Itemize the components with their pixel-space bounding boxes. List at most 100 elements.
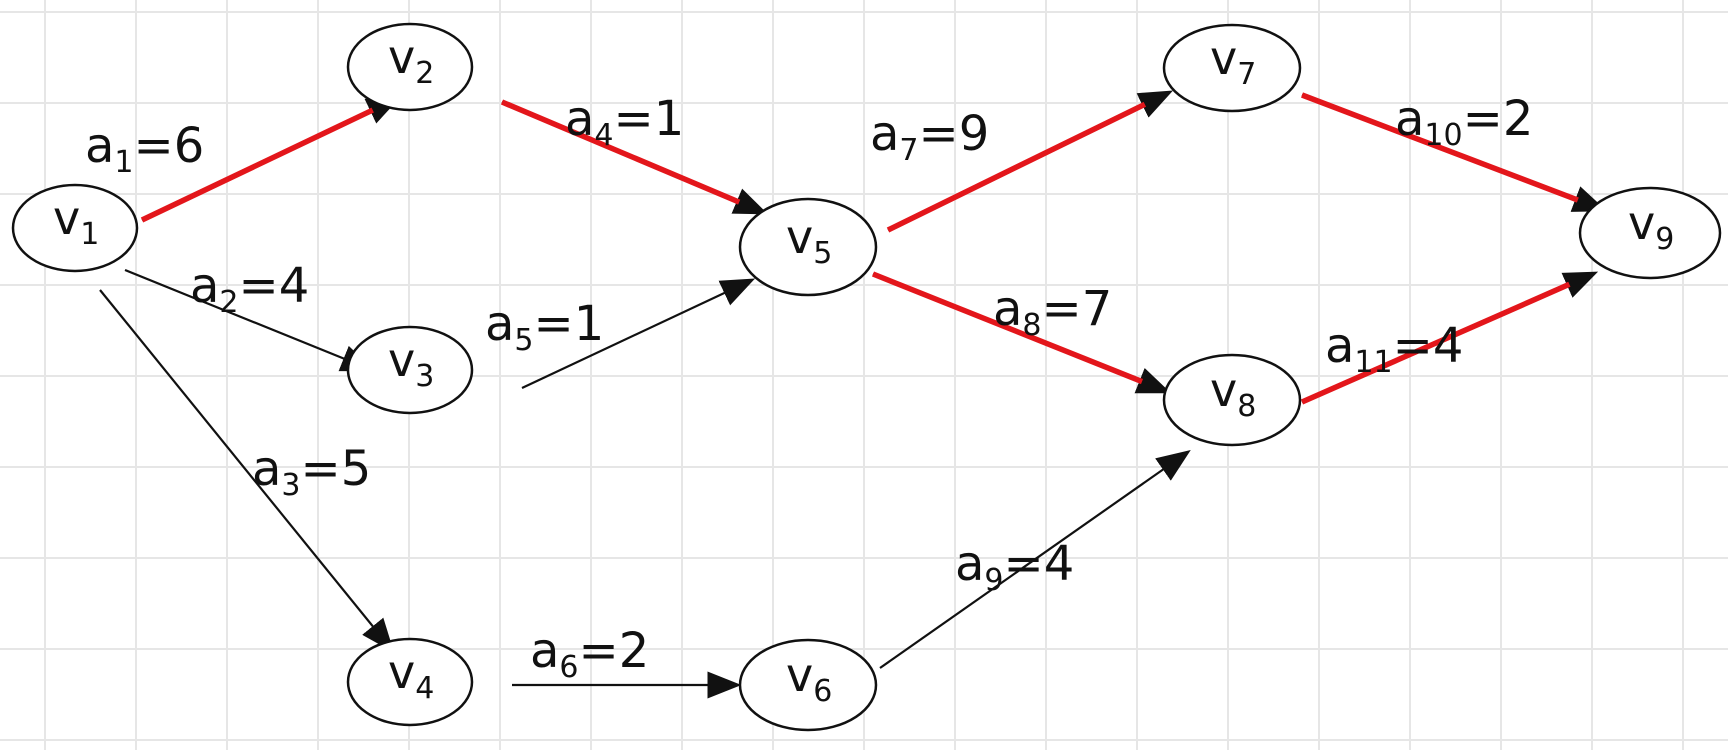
- edge-label-value: =9: [919, 106, 990, 162]
- edge-a4: [500, 99, 769, 215]
- edge-label-subscript: 5: [514, 323, 533, 358]
- node-label-subscript: 1: [80, 217, 99, 252]
- edge-label-value: =1: [534, 296, 605, 352]
- critical-path-highlight-a7: [886, 101, 1147, 233]
- critical-path-highlight-a10: [1301, 92, 1579, 203]
- edge-label-a8: a8=7: [993, 281, 1112, 343]
- node-v6: v6: [738, 638, 878, 732]
- critical-path-highlight-a1: [140, 107, 374, 223]
- critical-path-highlight-a11: [1300, 281, 1571, 405]
- edge-label-value: =7: [1042, 281, 1113, 337]
- edge-line-a9: [879, 450, 1191, 669]
- edge-label-value: =2: [1463, 91, 1534, 147]
- edge-label-value: =4: [1393, 318, 1464, 374]
- edge-line-a3: [99, 289, 395, 653]
- edge-a5: [521, 278, 756, 389]
- node-v3: v3: [346, 325, 474, 415]
- edge-label-value: =4: [1004, 536, 1075, 592]
- edge-label-a6: a6=2: [530, 623, 649, 685]
- edge-a9: [879, 450, 1191, 669]
- edge-a10: [1301, 92, 1608, 212]
- node-label: v1: [53, 191, 99, 252]
- edge-label-name: a: [1395, 91, 1424, 147]
- edge-labels-layer: a1=6a2=4a3=5a4=1a5=1a6=2a7=9a8=7a9=4a10=…: [85, 91, 1533, 685]
- edge-a2: [124, 268, 376, 372]
- edge-a1: [140, 96, 402, 223]
- node-circle: [1162, 353, 1302, 447]
- edge-label-a2: a2=4: [190, 258, 309, 320]
- edge-label-name: a: [955, 536, 984, 592]
- node-label: v2: [388, 30, 434, 91]
- critical-path-highlight-a8: [871, 271, 1144, 385]
- node-v9: v9: [1578, 186, 1722, 280]
- node-v7: v7: [1162, 23, 1302, 113]
- node-circle: [738, 638, 878, 732]
- edge-a8: [871, 271, 1172, 394]
- edge-label-subscript: 11: [1354, 345, 1392, 380]
- node-circle: [346, 325, 474, 415]
- node-circle: [346, 637, 474, 727]
- node-label-base: v: [1210, 31, 1237, 85]
- node-label-base: v: [53, 191, 80, 245]
- edge-label-value: =5: [301, 441, 372, 497]
- edge-label-a1: a1=6: [85, 118, 204, 180]
- edge-label-name: a: [252, 441, 281, 497]
- node-v5: v5: [738, 197, 878, 297]
- node-label: v7: [1210, 31, 1256, 92]
- node-circle: [1578, 186, 1722, 280]
- edge-label-subscript: 7: [899, 133, 918, 168]
- edge-label-a10: a10=2: [1395, 91, 1533, 153]
- edge-label-subscript: 9: [984, 563, 1003, 598]
- edge-line-a2: [124, 268, 376, 372]
- edge-label-name: a: [1325, 318, 1354, 374]
- edge-label-name: a: [870, 106, 899, 162]
- node-label-subscript: 4: [415, 671, 434, 706]
- edge-label-a7: a7=9: [870, 106, 989, 168]
- node-label-subscript: 8: [1237, 389, 1256, 424]
- edge-label-subscript: 8: [1022, 308, 1041, 343]
- edge-label-subscript: 4: [594, 118, 613, 153]
- node-label-subscript: 2: [415, 56, 434, 91]
- node-label: v4: [388, 645, 434, 706]
- node-label-subscript: 9: [1655, 222, 1674, 257]
- edge-label-subscript: 1: [114, 145, 133, 180]
- node-label: v5: [786, 210, 832, 271]
- edge-label-value: =1: [614, 91, 685, 147]
- node-label-subscript: 7: [1237, 57, 1256, 92]
- critical-path-highlight-a4: [500, 99, 741, 205]
- edge-label-a4: a4=1: [565, 91, 684, 153]
- node-label-base: v: [388, 30, 415, 84]
- edge-line-a5: [521, 278, 756, 389]
- edge-label-value: =6: [134, 118, 205, 174]
- edge-label-a5: a5=1: [485, 296, 604, 358]
- node-label-subscript: 3: [415, 359, 434, 394]
- node-v4: v4: [346, 637, 474, 727]
- node-label-base: v: [388, 333, 415, 387]
- node-label-subscript: 6: [813, 674, 832, 709]
- node-label: v6: [786, 648, 832, 709]
- edge-label-name: a: [993, 281, 1022, 337]
- edges-layer: [99, 90, 1608, 699]
- edge-label-name: a: [190, 258, 219, 314]
- node-label-base: v: [1628, 196, 1655, 250]
- edge-a11: [1300, 271, 1599, 405]
- node-circle: [1162, 23, 1302, 113]
- edge-label-subscript: 3: [281, 468, 300, 503]
- node-label-base: v: [786, 210, 813, 264]
- edge-label-name: a: [485, 296, 514, 352]
- node-label: v9: [1628, 196, 1674, 257]
- node-label-base: v: [1210, 363, 1237, 417]
- edge-label-a11: a11=4: [1325, 318, 1463, 380]
- edge-label-name: a: [530, 623, 559, 679]
- node-label-base: v: [388, 645, 415, 699]
- edge-label-name: a: [85, 118, 114, 174]
- edge-label-value: =2: [579, 623, 650, 679]
- edge-label-subscript: 2: [219, 285, 238, 320]
- node-label: v3: [388, 333, 434, 394]
- node-circle: [738, 197, 878, 297]
- node-v2: v2: [346, 22, 474, 112]
- edge-label-a9: a9=4: [955, 536, 1074, 598]
- node-v8: v8: [1162, 353, 1302, 447]
